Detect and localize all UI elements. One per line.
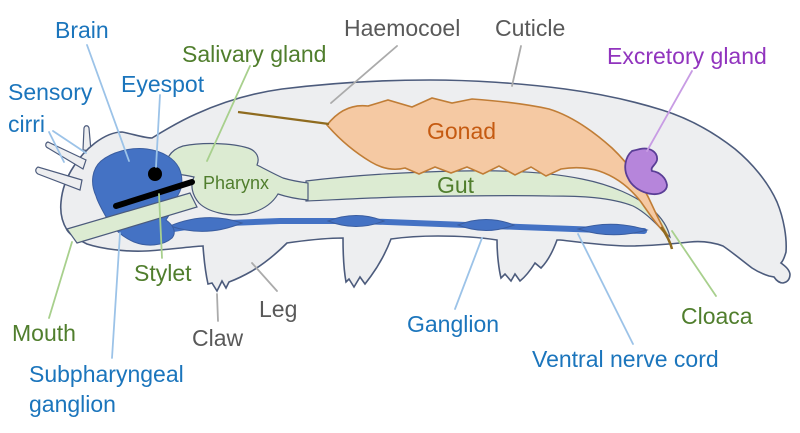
label-gut: Gut bbox=[437, 172, 475, 198]
label-ganglion: Ganglion bbox=[407, 311, 500, 337]
label-ventral-nerve-cord: Ventral nerve cord bbox=[532, 346, 719, 372]
leader-cuticle bbox=[511, 45, 522, 87]
leader-salivary bbox=[206, 65, 251, 162]
label-mouth: Mouth bbox=[12, 320, 76, 346]
stylet-shape bbox=[113, 179, 195, 209]
mouth-tube-shape bbox=[66, 192, 198, 244]
leader-ganglion bbox=[454, 237, 483, 310]
leader-vnc bbox=[577, 233, 634, 345]
label-pharynx: Pharynx bbox=[203, 173, 270, 193]
leader-sensory-cirri-1 bbox=[48, 131, 65, 163]
cirrus-lower-icon bbox=[35, 166, 83, 191]
eyespot-shape bbox=[148, 167, 162, 181]
label-haemocoel: Haemocoel bbox=[344, 15, 461, 41]
label-cloaca: Cloaca bbox=[681, 303, 753, 329]
excretory-gland-shape bbox=[624, 147, 668, 196]
leader-haemocoel bbox=[330, 45, 398, 104]
label-salivary-gland: Salivary gland bbox=[182, 41, 327, 67]
leader-excretory bbox=[646, 70, 693, 152]
gut-shape bbox=[305, 170, 671, 239]
label-subpharyngeal-ganglion: Subpharyngeal ganglion bbox=[29, 361, 184, 417]
label-cuticle: Cuticle bbox=[495, 15, 566, 41]
leader-brain bbox=[86, 44, 130, 162]
label-brain: Brain bbox=[55, 17, 109, 43]
ganglion-3-shape bbox=[456, 219, 516, 231]
gonoduct-line bbox=[237, 110, 330, 126]
label-sensory-cirri: Sensory cirri bbox=[8, 79, 93, 137]
leader-cloaca bbox=[671, 230, 717, 297]
cloaca-mark bbox=[659, 226, 674, 250]
label-leg: Leg bbox=[259, 296, 298, 322]
leader-claw bbox=[216, 293, 219, 322]
label-gonad: Gonad bbox=[427, 118, 497, 144]
leader-stylet bbox=[158, 193, 163, 259]
label-eyespot: Eyespot bbox=[121, 71, 205, 97]
salivary-pharynx-shape bbox=[165, 142, 309, 216]
leader-mouth bbox=[48, 241, 73, 319]
label-claw: Claw bbox=[192, 325, 244, 351]
ganglion-2-shape bbox=[326, 215, 386, 227]
cirrus-upper-icon bbox=[45, 141, 87, 170]
ganglion-4-shape bbox=[576, 223, 649, 236]
leader-subpharyngeal bbox=[111, 232, 121, 359]
leader-eyespot bbox=[155, 94, 161, 168]
label-excretory-gland: Excretory gland bbox=[607, 43, 767, 69]
cirrus-top-icon bbox=[82, 125, 92, 152]
ganglion-1-shape bbox=[168, 217, 244, 232]
leader-leg bbox=[251, 262, 278, 292]
leader-sensory-cirri-2 bbox=[52, 130, 87, 154]
label-stylet: Stylet bbox=[134, 260, 192, 286]
